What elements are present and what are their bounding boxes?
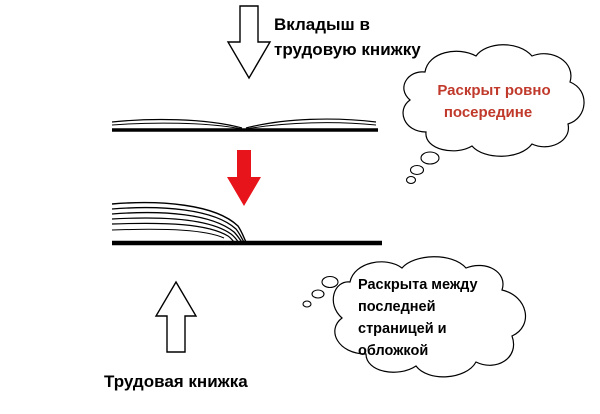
insert-booklet-drawing	[111, 118, 378, 132]
hollow-down-arrow-icon	[226, 5, 272, 80]
callout-bottom-line3: страницей и	[358, 321, 447, 337]
callout-top-line1: Раскрыт ровно	[437, 82, 550, 99]
callout-bottom-line4: обложкой	[358, 343, 428, 359]
callout-bottom-line2: последней	[358, 299, 436, 315]
insert-title-line2: трудовую книжку	[274, 40, 421, 59]
workbook-title: Трудовая книжка	[104, 372, 248, 391]
callout-bottom-line1: Раскрыта между	[358, 277, 478, 293]
hollow-up-arrow-icon	[154, 280, 198, 353]
thought-cloud-top	[402, 44, 585, 185]
insert-title-line1: Вкладыш в	[274, 15, 370, 34]
workbook-drawing	[111, 201, 382, 246]
red-down-arrow-icon	[227, 150, 261, 206]
callout-top-line2: посередине	[444, 104, 532, 121]
thought-cloud-bottom	[302, 256, 527, 378]
